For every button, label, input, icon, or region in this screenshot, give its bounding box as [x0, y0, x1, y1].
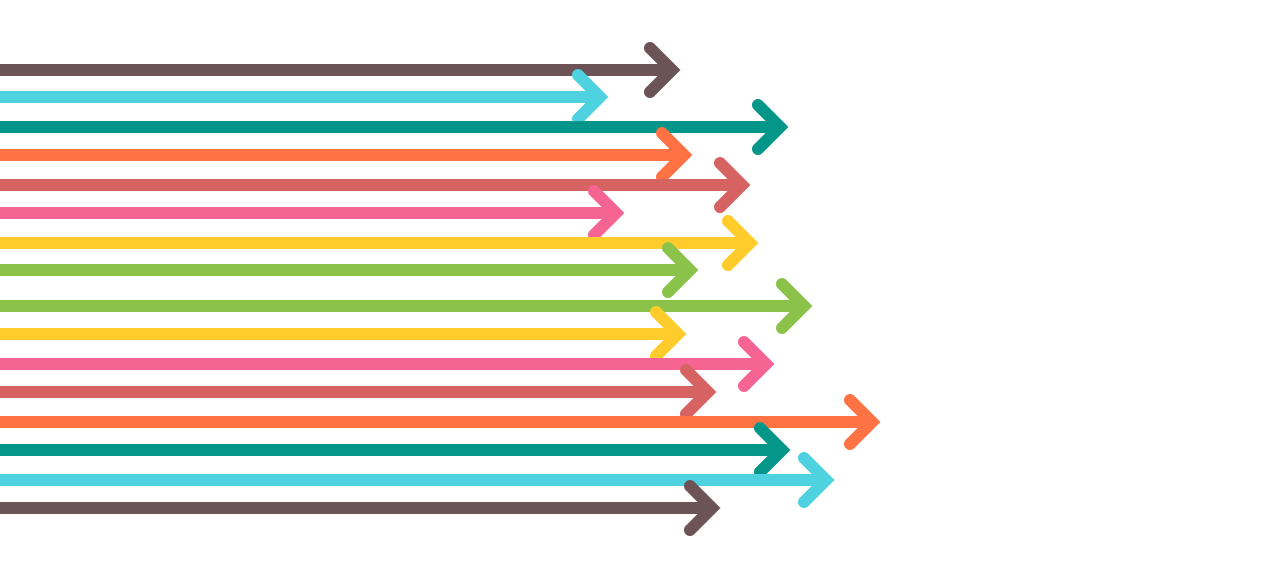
arrow-head [644, 42, 681, 98]
arrow-head [754, 422, 791, 478]
arrow-head [684, 480, 721, 536]
arrow-4 [0, 127, 693, 183]
arrow-7 [0, 215, 759, 271]
arrow-12 [0, 364, 717, 420]
arrow-10 [0, 306, 687, 362]
arrow-head [752, 99, 789, 155]
arrow-head [680, 364, 717, 420]
arrow-15 [0, 452, 835, 508]
arrow-head [714, 157, 751, 213]
arrow-5 [0, 157, 751, 213]
arrow-head [656, 127, 693, 183]
arrow-8 [0, 242, 699, 298]
arrow-head [844, 394, 881, 450]
arrow-9 [0, 278, 813, 334]
arrow-head [798, 452, 835, 508]
arrow-head [650, 306, 687, 362]
arrow-head [572, 69, 609, 125]
arrow-14 [0, 422, 791, 478]
arrow-1 [0, 42, 681, 98]
arrow-head [662, 242, 699, 298]
arrow-11 [0, 336, 775, 392]
arrow-head [722, 215, 759, 271]
arrow-head [738, 336, 775, 392]
arrow-2 [0, 69, 609, 125]
arrow-head [776, 278, 813, 334]
arrow-13 [0, 394, 881, 450]
arrow-16 [0, 480, 721, 536]
arrow-3 [0, 99, 789, 155]
arrow-6 [0, 185, 625, 241]
arrow-head [588, 185, 625, 241]
